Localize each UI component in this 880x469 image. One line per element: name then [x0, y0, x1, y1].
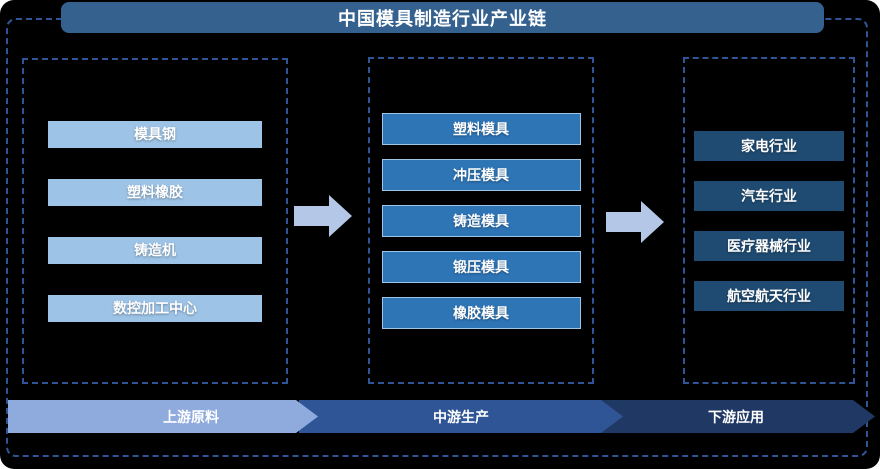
- midstream-node-rubber-mold: 橡胶模具: [381, 296, 581, 329]
- right-arrow-icon: [606, 199, 666, 245]
- midstream-node-plastic-mold: 塑料模具: [381, 112, 581, 145]
- upstream-node-mold-steel: 模具钢: [48, 120, 262, 148]
- upstream-node-cnc-machining-center: 数控加工中心: [48, 294, 262, 322]
- downstream-column: 家电行业 汽车行业 医疗器械行业 航空航天行业: [683, 57, 855, 384]
- right-arrow-icon: [294, 193, 354, 239]
- stage-upstream-materials: 上游原料: [8, 400, 318, 433]
- midstream-node-casting-mold: 铸造模具: [381, 204, 581, 237]
- midstream-column: 塑料模具 冲压模具 铸造模具 锻压模具 橡胶模具: [368, 57, 594, 384]
- midstream-node-forging-mold: 锻压模具: [381, 250, 581, 283]
- stage-downstream-application: 下游应用: [597, 400, 875, 433]
- upstream-node-casting-machine: 铸造机: [48, 236, 262, 264]
- downstream-node-home-appliance: 家电行业: [694, 130, 844, 161]
- stage-midstream-production: 中游生产: [299, 400, 623, 433]
- midstream-node-stamping-mold: 冲压模具: [381, 158, 581, 191]
- stage-band: 上游原料 中游生产 下游应用: [0, 400, 880, 433]
- downstream-node-automotive: 汽车行业: [694, 180, 844, 211]
- downstream-node-medical-devices: 医疗器械行业: [694, 230, 844, 261]
- diagram-title-bar: 中国模具制造行业产业链: [61, 2, 824, 33]
- diagram-title: 中国模具制造行业产业链: [338, 8, 547, 29]
- upstream-column: 模具钢 塑料橡胶 铸造机 数控加工中心: [22, 58, 288, 384]
- downstream-node-aerospace: 航空航天行业: [694, 280, 844, 311]
- upstream-node-plastic-rubber: 塑料橡胶: [48, 178, 262, 206]
